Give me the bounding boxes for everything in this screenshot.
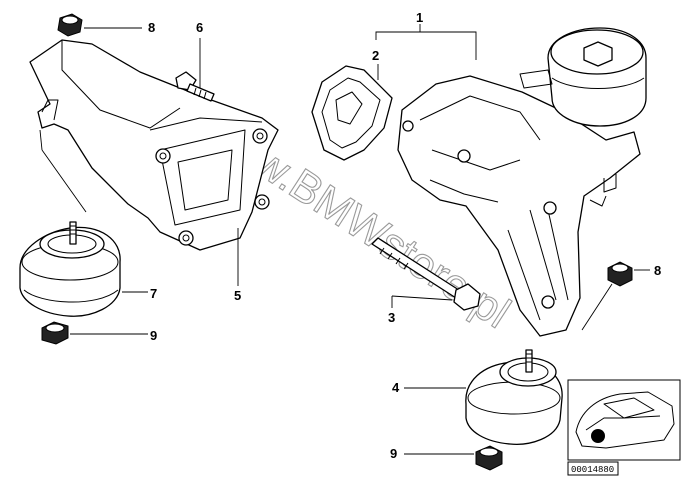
bolt-part6[interactable] [175,71,215,102]
callout-8-left[interactable]: 8 [148,20,155,35]
callout-9-left[interactable]: 9 [150,328,157,343]
reference-id: 00014880 [571,465,614,475]
callout-3[interactable]: 3 [388,310,395,325]
nut-part9-right[interactable] [475,445,503,471]
leader-lines [39,24,650,455]
nut-part8-right[interactable] [607,261,633,287]
reference-inset: 00014880 [567,379,681,476]
bracket-assembly-part1[interactable] [397,27,647,337]
callout-2[interactable]: 2 [372,48,379,63]
bolt-part3[interactable] [371,237,481,311]
callout-9-right[interactable]: 9 [390,446,397,461]
callout-5[interactable]: 5 [234,288,241,303]
gasket-part2[interactable] [311,65,393,161]
engine-mount-part4-right[interactable] [465,349,563,445]
callout-6[interactable]: 6 [196,20,203,35]
location-marker-icon [591,429,605,443]
engine-bracket-part5[interactable] [29,39,279,251]
callout-8-right[interactable]: 8 [654,263,661,278]
callout-7[interactable]: 7 [150,286,157,301]
callout-4[interactable]: 4 [392,380,400,395]
callout-1[interactable]: 1 [416,10,423,25]
nut-part9-left[interactable] [41,321,69,345]
engine-mount-part7-left[interactable] [19,221,121,317]
nut-part8-left[interactable] [57,13,83,37]
